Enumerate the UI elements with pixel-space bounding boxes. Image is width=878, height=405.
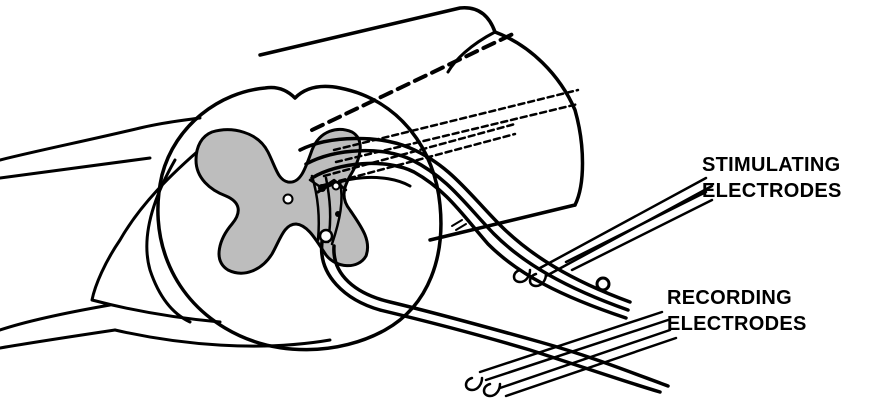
- stimulating-electrodes-label: STIMULATING ELECTRODES: [702, 152, 842, 204]
- recording-electrodes-label: RECORDING ELECTRODES: [667, 285, 807, 337]
- recording-nerve-bundle: [322, 242, 668, 392]
- recording-label-line2: ELECTRODES: [667, 311, 807, 337]
- recording-label-line1: RECORDING: [667, 285, 807, 311]
- recording-electrodes: [466, 312, 676, 396]
- cylinder-detail: [452, 220, 466, 230]
- stimulating-label-line1: STIMULATING: [702, 152, 842, 178]
- stimulating-label-line2: ELECTRODES: [702, 178, 842, 204]
